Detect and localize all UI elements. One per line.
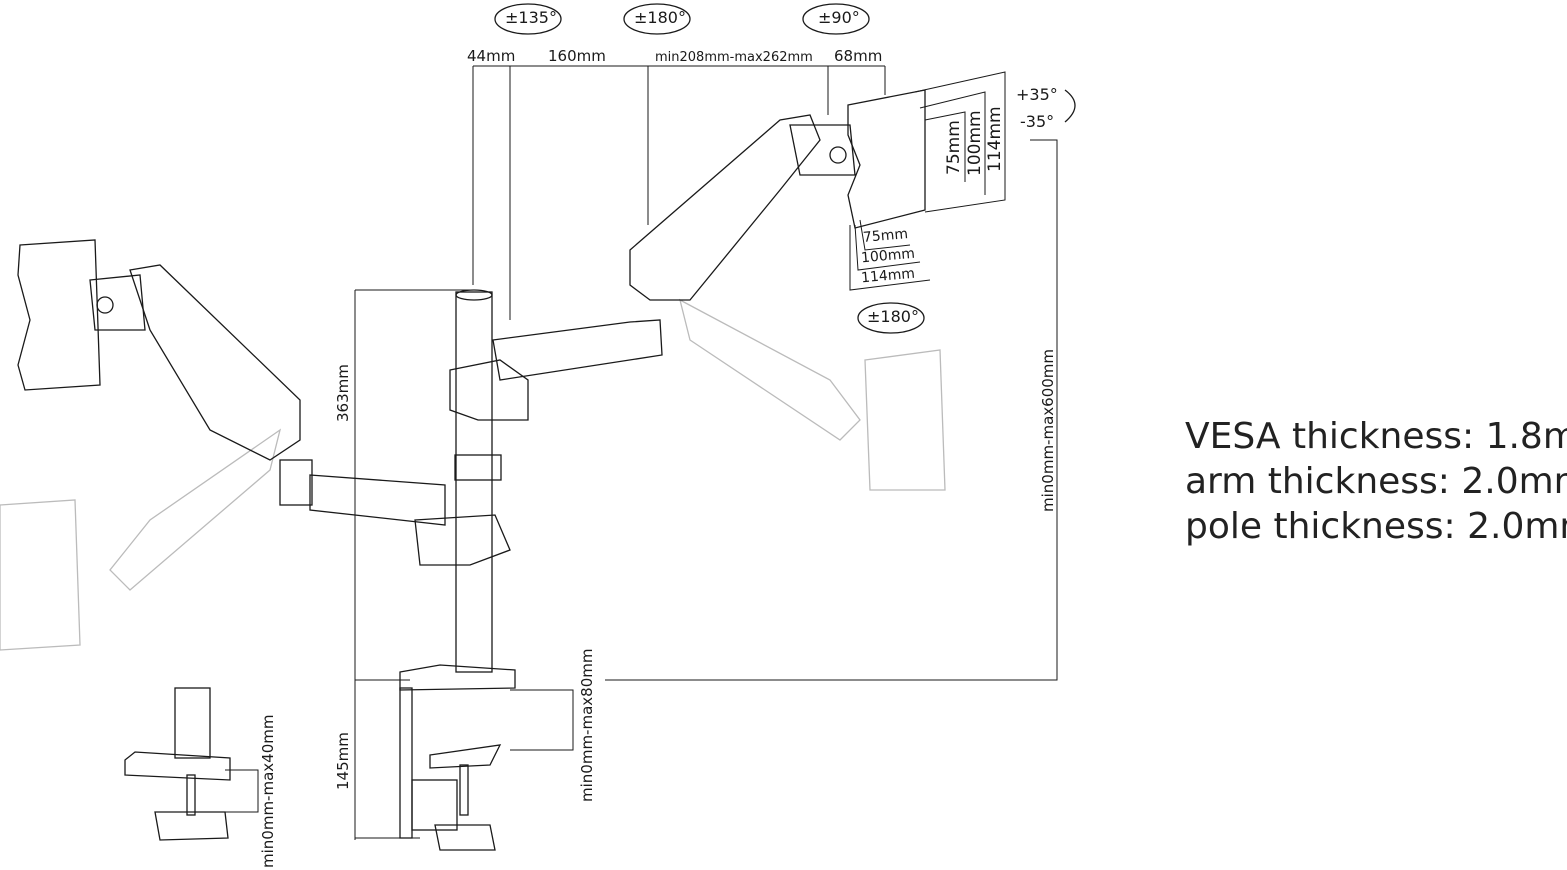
pole — [454, 289, 502, 673]
grommet-mount — [124, 687, 231, 841]
arm-swivel-label: ±135° — [505, 8, 557, 27]
head-swivel-label: ±90° — [818, 8, 860, 27]
left-arm — [17, 239, 511, 566]
tilt-up-label: +35° — [1016, 85, 1058, 104]
clamp-height-dim: 145mm — [334, 732, 352, 790]
spec-arm-thickness: arm thickness: 2.0mm — [1185, 461, 1567, 502]
head-dim: 68mm — [834, 47, 883, 65]
vesa-vertical-100: 100mm — [965, 110, 985, 176]
vesa-vertical-114: 114mm — [985, 106, 1005, 172]
clamp-range-dim: min0mm-max80mm — [578, 648, 596, 802]
spec-pole-thickness: pole thickness: 2.0mm — [1185, 506, 1567, 547]
tilt-down-label: -35° — [1020, 112, 1055, 131]
spec-vesa-thickness: VESA thickness: 1.8mm — [1185, 416, 1567, 457]
grommet-range-dim: min0mm-max40mm — [259, 714, 277, 868]
height-range-dim: min0mm-max600mm — [1039, 348, 1057, 512]
right-arm — [449, 89, 926, 421]
ghost-arm-left — [0, 428, 282, 651]
upper-arm-dim: min208mm-max262mm — [655, 50, 813, 65]
desk-clamp — [399, 664, 516, 851]
dimension-lines — [225, 65, 1058, 840]
pole-height-dim: 363mm — [334, 364, 352, 422]
lower-arm-dim: 160mm — [548, 47, 606, 65]
ghost-arm-right — [679, 298, 946, 491]
upper-swivel-label: ±180° — [634, 8, 686, 27]
pole-offset-dim: 44mm — [467, 47, 516, 65]
rotation-indicators — [494, 3, 1076, 334]
rotation-label: ±180° — [867, 307, 919, 326]
vesa-vertical-75: 75mm — [944, 120, 964, 175]
vesa-horizontal-75: 75mm — [862, 226, 909, 246]
